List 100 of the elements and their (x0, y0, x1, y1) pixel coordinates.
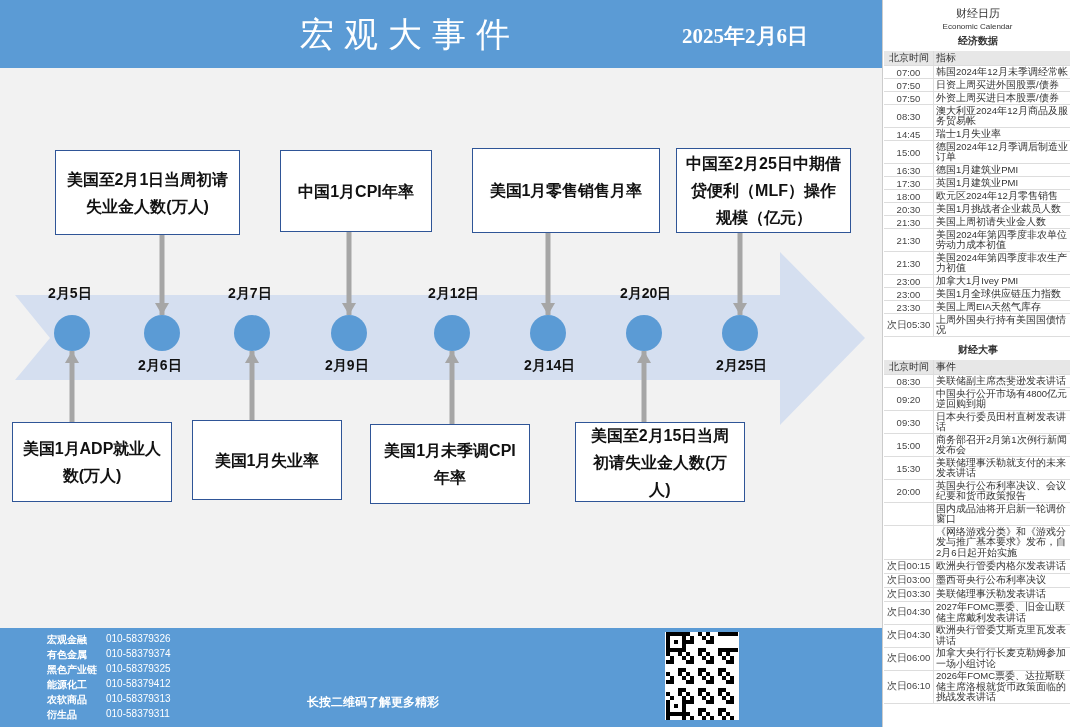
section-title: 经济数据 (957, 34, 998, 48)
event-box (472, 148, 660, 233)
table-cell-text: 美国1月全球供应链压力指数 (935, 288, 1063, 300)
date-label: 2月9日 (325, 357, 369, 375)
table-cell: 09:20 (884, 388, 934, 410)
table-cell: 08:30 (884, 375, 934, 387)
box-text: 美国至2月1日当周初请失业金人数(万人) (65, 169, 230, 217)
arrow (541, 233, 555, 315)
table-header-cell-text: 事件 (935, 360, 957, 374)
table-header-cell-text: 指标 (935, 51, 957, 65)
table-cell: 17:30 (884, 177, 934, 189)
table-cell-text: 日本央行委员田村直树发表讲话 (935, 411, 1067, 433)
table-cell-text: 上周外国央行持有美国国债情况 (935, 314, 1067, 336)
table-cell-text: 美国2024年第四季度非农单位劳动力成本初值 (935, 229, 1069, 251)
phone-number: 010-58379374 (106, 648, 171, 659)
table-cell: 次日00:15 (884, 559, 934, 573)
event-box (575, 422, 745, 502)
phone-number: 010-58379325 (106, 663, 171, 674)
table-cell: 09:30 (884, 411, 934, 433)
table-cell: 21:30 (884, 229, 934, 251)
department-label: 宏观金融 (47, 633, 87, 647)
table-cell: 07:50 (884, 92, 934, 104)
table-cell: 次日03:30 (884, 587, 934, 601)
arrow (155, 235, 169, 315)
table-cell-text: 德国2024年12月季调后制造业订单 (935, 141, 1069, 163)
table-cell-text: 韩国2024年12月未季调经常帐 (935, 66, 1069, 78)
table-cell: 15:30 (884, 457, 934, 479)
box-text: 美国至2月15日当周初请失业金人数(万人) (589, 425, 731, 500)
table-cell-text: 加拿大1月Ivey PMI (935, 275, 1020, 287)
date-label: 2月20日 (620, 285, 672, 303)
table-cell-text: 日资上周买进外国股票/债券 (935, 79, 1060, 91)
date-label: 2月5日 (48, 285, 92, 303)
table-cell: 次日06:10 (884, 670, 934, 703)
table-cell-text: 澳大利亚2024年12月商品及服务贸易帐 (935, 105, 1069, 127)
table-cell-text: 《网络游戏分类》和《游戏分发与推广基本要求》发布，自2月6日起开始实施 (935, 526, 1067, 559)
arrow (245, 351, 259, 420)
table-cell: 次日04:30 (884, 601, 934, 624)
arrow (733, 233, 747, 315)
table-cell-text: 美国1月挑战者企业裁员人数 (935, 203, 1063, 215)
department-label: 有色金属 (47, 648, 87, 662)
box-text: 中国1月CPI年率 (298, 181, 414, 202)
box-text: 美国1月ADP就业人数(万人) (21, 439, 163, 486)
table-cell: 21:30 (884, 216, 934, 228)
department-label: 黑色产业链 (47, 663, 97, 677)
table-cell: 23:00 (884, 275, 934, 287)
table-cell-text: 瑞士1月失业率 (935, 128, 1003, 140)
table-cell: 次日05:30 (884, 314, 934, 336)
date-label: 2月25日 (716, 357, 768, 375)
table-cell-text: 英国1月建筑业PMI (935, 177, 1020, 189)
event-box (192, 420, 342, 500)
phone-number: 010-58379412 (106, 678, 171, 689)
phone-number: 010-58379313 (106, 693, 171, 704)
table-cell-text: 商务部召开2月第1次例行新闻发布会 (935, 434, 1068, 456)
phone-number: 010-58379326 (106, 633, 171, 644)
table-cell-text: 美联储理事沃勒就支付的未来发表讲话 (935, 457, 1067, 479)
date-label: 2月14日 (524, 357, 576, 375)
table-cell: 次日06:00 (884, 647, 934, 670)
table-cell: 次日03:00 (884, 573, 934, 587)
phone-number: 010-58379311 (106, 708, 170, 719)
event-box (55, 150, 240, 235)
panel-title: 财经日历 (955, 6, 1000, 21)
table-cell: 23:30 (884, 301, 934, 313)
date-text: 2025年2月6日 (682, 23, 808, 50)
arrow (342, 232, 356, 315)
table-cell-text: 国内成品油将开启新一轮调价窗口 (935, 503, 1067, 525)
table-header-cell: 北京时间 (884, 51, 934, 65)
box-text: 中国至2月25日中期借贷便利（MLF）操作规模（亿元） (685, 154, 842, 228)
table-cell-text: 2027年FOMC票委、旧金山联储主席戴利发表讲话 (935, 601, 1067, 624)
table-cell-text: 美国上周EIA天然气库存 (935, 301, 1043, 313)
table-cell: 21:30 (884, 252, 934, 274)
table-cell: 14:45 (884, 128, 934, 140)
table-cell: 16:30 (884, 164, 934, 176)
section-title: 财经大事 (957, 343, 998, 357)
table-header-cell: 北京时间 (884, 360, 934, 374)
department-label: 能源化工 (47, 678, 87, 692)
date-label: 2月6日 (138, 357, 182, 375)
box-text: 美国1月零售销售月率 (489, 181, 643, 201)
arrow (65, 351, 79, 422)
table-cell-text: 欧洲央行管委内格尔发表讲话 (935, 559, 1067, 573)
date-label: 2月12日 (428, 285, 480, 303)
table-cell: 15:00 (884, 434, 934, 456)
table-cell-text: 加拿大央行行长麦克勒姆参加一场小组讨论 (935, 647, 1067, 670)
table-cell: 07:00 (884, 66, 934, 78)
table-cell-text: 美国2024年第四季度非农生产力初值 (935, 252, 1069, 274)
table-cell: 18:00 (884, 190, 934, 202)
table-cell-text: 德国1月建筑业PMI (935, 164, 1020, 176)
department-label: 农软商品 (47, 693, 87, 707)
table-cell-text: 2026年FOMC票委、达拉斯联储主席洛根就货币政策面临的挑战发表讲话 (935, 670, 1067, 703)
table-cell: 20:30 (884, 203, 934, 215)
table-cell-text: 欧元区2024年12月零售销售 (935, 190, 1059, 202)
table-cell: 07:50 (884, 79, 934, 91)
event-box (12, 422, 172, 502)
arrow (637, 351, 651, 422)
panel-subtitle: Economic Calendar (942, 22, 1013, 31)
table-cell-text: 美联储副主席杰斐逊发表讲话 (935, 375, 1067, 387)
page-title: 宏观大事件 (299, 15, 521, 55)
table-cell-text: 英国央行公布利率决议、会议纪要和货币政策报告 (935, 480, 1067, 502)
table-cell: 08:30 (884, 105, 934, 127)
department-label: 衍生品 (47, 708, 77, 722)
table-cell-text: 欧洲央行管委艾斯克里瓦发表讲话 (935, 624, 1067, 647)
